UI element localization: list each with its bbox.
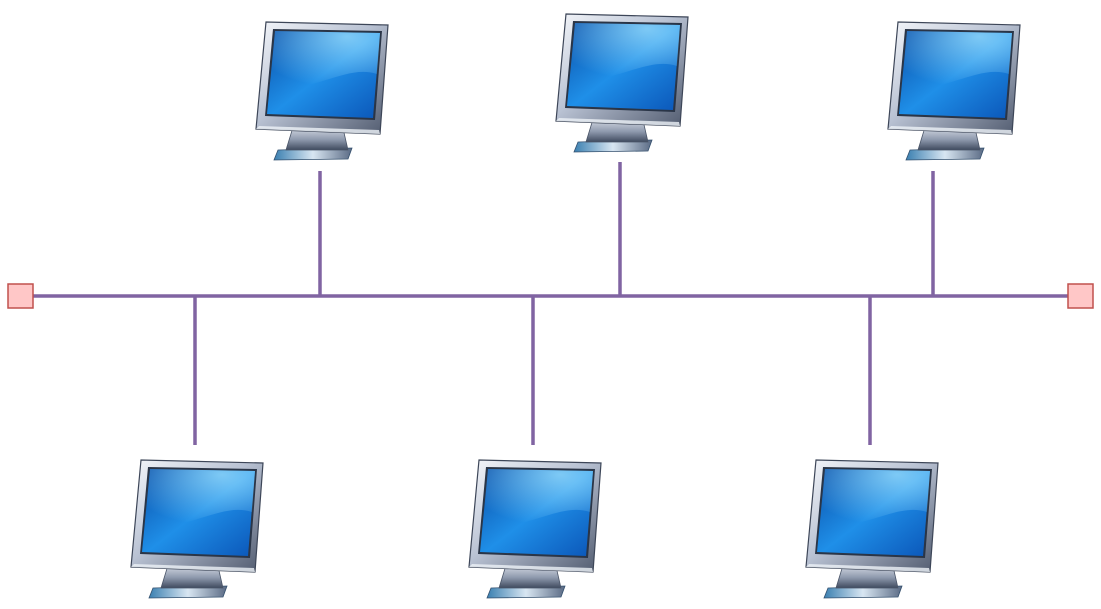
bottom-2-desktop-monitor-icon xyxy=(468,459,602,599)
bottom-3-desktop-monitor-icon xyxy=(805,459,939,599)
left-terminator-icon xyxy=(7,283,34,309)
top-2-desktop-monitor-icon xyxy=(555,13,689,153)
top-3-desktop-monitor-icon xyxy=(887,21,1021,161)
right-terminator-icon xyxy=(1067,283,1094,309)
bottom-1-desktop-monitor-icon xyxy=(130,459,264,599)
top-1-desktop-monitor-icon xyxy=(255,21,389,161)
